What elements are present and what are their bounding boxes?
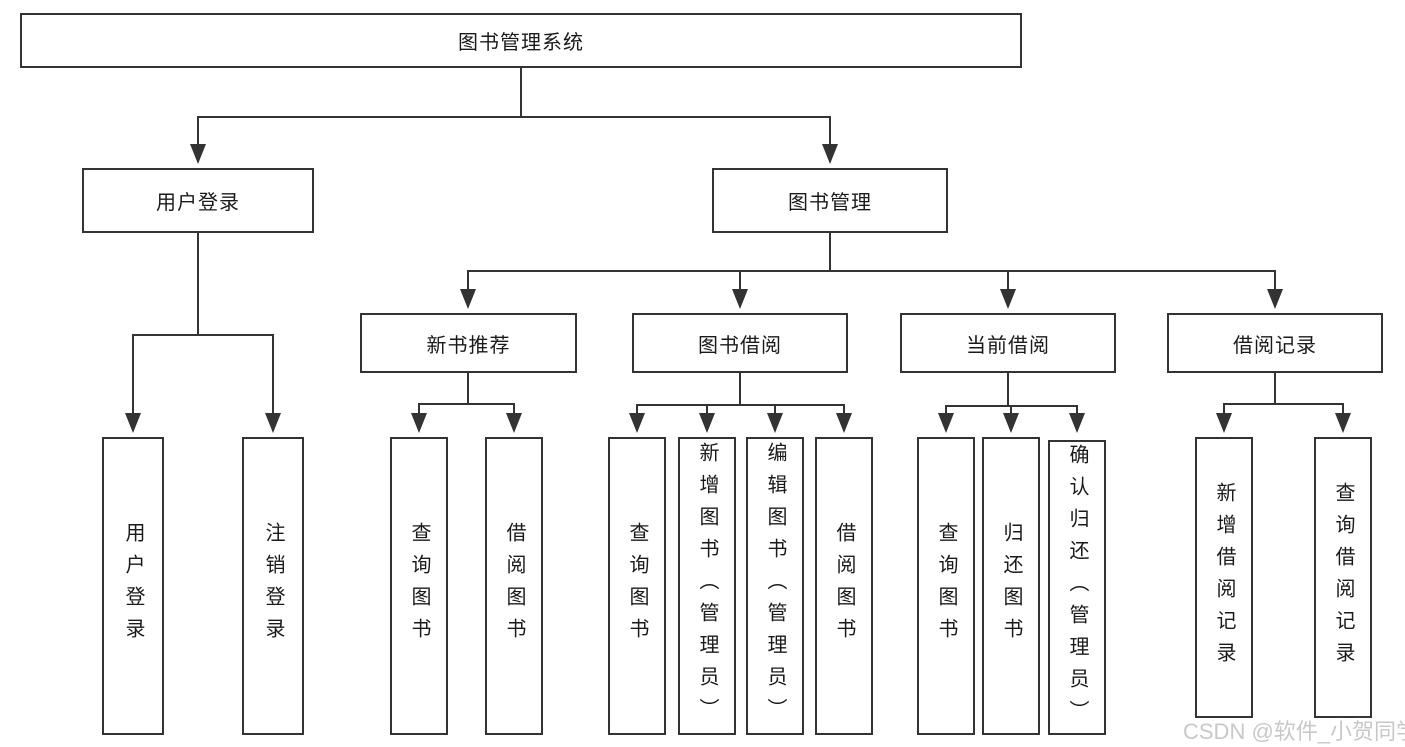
- node-do-user-login: 用户登录: [102, 437, 164, 735]
- node-bb-add-books-admin: 新增图书（管理员）: [678, 437, 736, 735]
- node-user-login-module-label: 用户登录: [156, 192, 240, 214]
- node-br-add-record: 新增借阅记录: [1195, 437, 1253, 718]
- node-book-management-module-label: 图书管理: [788, 192, 872, 214]
- node-nb-borrow-books: 借阅图书: [485, 437, 543, 735]
- node-do-user-login-label: 用户登录: [122, 522, 144, 650]
- node-new-book-recommendation-label: 新书推荐: [426, 334, 511, 357]
- node-user-login-module: 用户登录: [82, 168, 314, 233]
- node-br-query-record-label: 查询借阅记录: [1332, 481, 1354, 674]
- node-cb-return-books: 归还图书: [982, 437, 1040, 735]
- node-cb-confirm-return-admin-label: 确认归还（管理员）: [1066, 443, 1088, 732]
- node-book-management-module: 图书管理: [712, 168, 948, 233]
- node-br-query-record: 查询借阅记录: [1314, 437, 1372, 718]
- connector-new-book-rec-children: [411, 373, 522, 433]
- node-nb-borrow-books-label: 借阅图书: [503, 522, 525, 650]
- node-bb-query-books: 查询图书: [608, 437, 666, 735]
- node-bb-query-books-label: 查询图书: [626, 522, 648, 650]
- csdn-watermark: CSDN @软件_小贺同学: [1183, 719, 1405, 744]
- node-book-borrowing: 图书借阅: [632, 313, 848, 373]
- node-nb-query-books: 查询图书: [390, 437, 448, 735]
- node-current-borrowing: 当前借阅: [900, 313, 1116, 373]
- node-cb-query-books-label: 查询图书: [935, 522, 957, 650]
- connector-user-login-children: [125, 233, 281, 433]
- node-cb-confirm-return-admin: 确认归还（管理员）: [1048, 440, 1106, 735]
- node-book-borrowing-label: 图书借阅: [698, 334, 782, 357]
- node-bb-borrow-books: 借阅图书: [815, 437, 873, 735]
- connector-current-borrow-children: [938, 373, 1085, 433]
- node-nb-query-books-label: 查询图书: [408, 522, 430, 650]
- connector-borrow-records-children: [1216, 373, 1351, 433]
- node-bb-edit-books-admin-label: 编辑图书（管理员）: [764, 442, 786, 730]
- connector-book-borrow-children: [629, 373, 852, 433]
- node-bb-edit-books-admin: 编辑图书（管理员）: [746, 437, 804, 735]
- node-new-book-recommendation: 新书推荐: [360, 313, 577, 373]
- node-br-add-record-label: 新增借阅记录: [1213, 481, 1235, 674]
- node-root-system-label: 图书管理系统: [458, 32, 584, 54]
- connector-root-to-level2: [190, 68, 838, 164]
- node-logout-label: 注销登录: [262, 522, 284, 650]
- node-bb-add-books-admin-label: 新增图书（管理员）: [696, 442, 718, 730]
- node-borrowing-records: 借阅记录: [1167, 313, 1383, 373]
- node-bb-borrow-books-label: 借阅图书: [833, 522, 855, 650]
- node-root-system: 图书管理系统: [20, 13, 1022, 68]
- node-borrowing-records-label: 借阅记录: [1233, 334, 1317, 357]
- node-cb-return-books-label: 归还图书: [1000, 522, 1022, 650]
- connector-book-management-children: [460, 233, 1283, 309]
- node-logout: 注销登录: [242, 437, 304, 735]
- node-current-borrowing-label: 当前借阅: [966, 334, 1050, 357]
- node-cb-query-books: 查询图书: [917, 437, 975, 735]
